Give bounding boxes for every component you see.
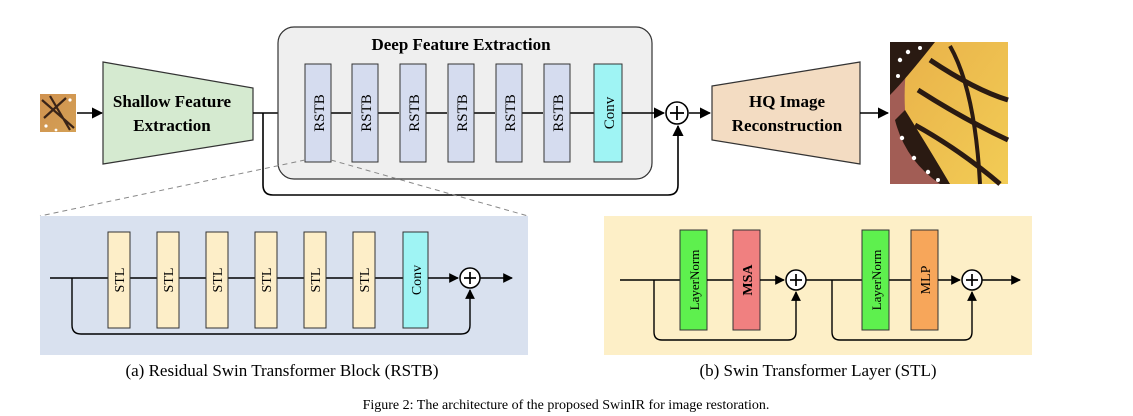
input-image [40, 94, 76, 132]
zoom-line-left [39, 159, 306, 217]
layernorm-label-2: LayerNorm [869, 250, 884, 311]
hq-image-reconstruction-block: HQ Image Reconstruction [711, 61, 861, 165]
conv-label-panel-a: Conv [410, 265, 425, 295]
stl-block: STL [156, 231, 180, 329]
rstb-label: RSTB [359, 94, 375, 132]
sum-node-panel-a [459, 267, 481, 289]
rstb-block: RSTB [304, 63, 332, 163]
msa-label: MSA [741, 264, 756, 296]
shallow-label-line2: Extraction [133, 116, 211, 135]
rstb-block: RSTB [351, 63, 379, 163]
panel-b-skip-connection-1 [653, 280, 801, 341]
conv-block-top: Conv [593, 63, 623, 163]
conv-block-panel-a: Conv [402, 231, 429, 329]
stl-block: STL [107, 231, 131, 329]
panel-a-skip-connection [71, 278, 475, 335]
rstb-label: RSTB [503, 94, 519, 132]
rstb-label: RSTB [551, 94, 567, 132]
shallow-feature-extraction-block: Shallow Feature Extraction [102, 61, 254, 165]
stl-label: STL [309, 268, 324, 293]
figure-caption: Figure 2: The architecture of the propos… [363, 398, 770, 413]
panel-b-stl-detail: LayerNorm MSA LayerNorm MLP [604, 216, 1032, 355]
stl-block: STL [254, 231, 278, 329]
stl-label: STL [162, 268, 177, 293]
caption-panel-a: (a) Residual Swin Transformer Block (RST… [125, 361, 438, 380]
output-image [890, 42, 1010, 186]
sum-node-panel-b-1 [785, 269, 807, 291]
stl-block: STL [303, 231, 327, 329]
layernorm-block-2: LayerNorm [861, 229, 890, 331]
panel-a-rstb-detail: STL STL STL STL STL STL Conv [40, 216, 528, 355]
hq-label-line1: HQ Image [749, 92, 825, 111]
rstb-label: RSTB [407, 94, 423, 132]
zoom-line-right [330, 159, 529, 217]
stl-label: STL [211, 268, 226, 293]
sum-node-top [665, 101, 689, 125]
msa-block: MSA [732, 229, 761, 331]
stl-label: STL [260, 268, 275, 293]
rstb-block: RSTB [399, 63, 427, 163]
long-skip-connection [262, 113, 684, 196]
hq-label-line2: Reconstruction [732, 116, 843, 135]
layernorm-label-1: LayerNorm [687, 250, 702, 311]
stl-block: STL [205, 231, 229, 329]
sum-node-panel-b-2 [961, 269, 983, 291]
stl-block: STL [352, 231, 376, 329]
shallow-label-line1: Shallow Feature [113, 92, 232, 111]
panel-b-skip-connection-2 [831, 280, 977, 341]
mlp-label: MLP [919, 265, 934, 294]
rstb-block: RSTB [495, 63, 523, 163]
rstb-label: RSTB [312, 94, 328, 132]
stl-label: STL [358, 268, 373, 293]
layernorm-block-1: LayerNorm [679, 229, 708, 331]
conv-label-top: Conv [602, 96, 618, 129]
deep-feature-title: Deep Feature Extraction [371, 35, 551, 54]
mlp-block: MLP [910, 229, 939, 331]
rstb-block: RSTB [447, 63, 475, 163]
rstb-label: RSTB [455, 94, 471, 132]
rstb-block: RSTB [543, 63, 571, 163]
caption-panel-b: (b) Swin Transformer Layer (STL) [699, 361, 936, 380]
stl-label: STL [113, 268, 128, 293]
